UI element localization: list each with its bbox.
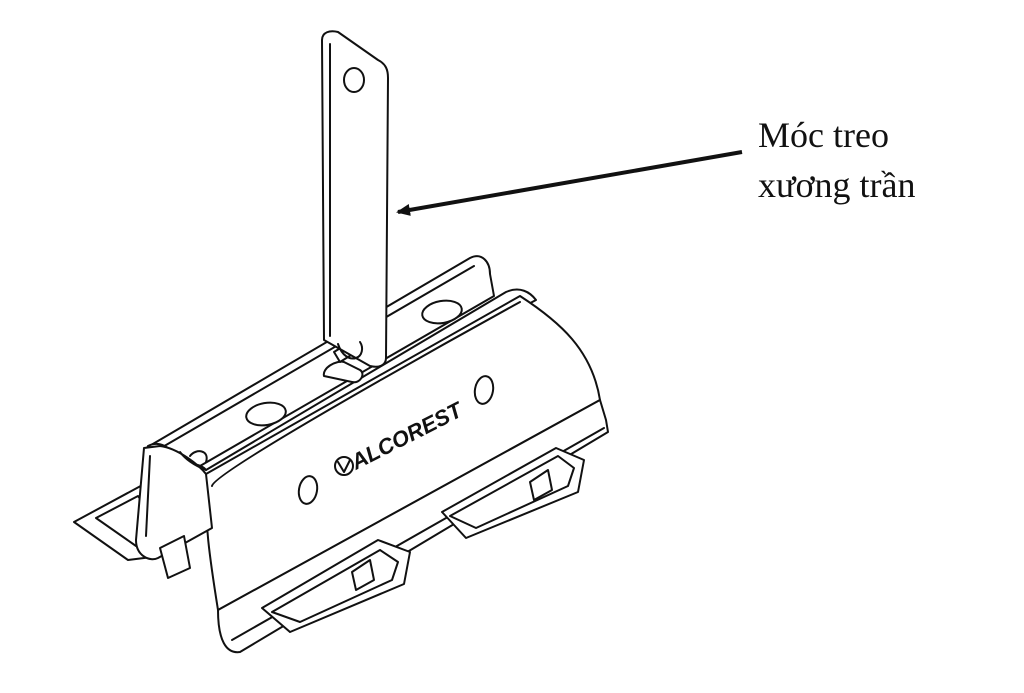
- left-notch: [189, 450, 208, 463]
- logo-mark: [334, 456, 354, 476]
- channel-rear-side: [135, 445, 213, 561]
- front-hole-right: [473, 375, 495, 405]
- lower-tab-left: [261, 539, 411, 633]
- callout-line-1: Móc treo: [758, 115, 889, 155]
- hanger-strap: [321, 30, 389, 368]
- callout-line-2: xương trần: [758, 165, 916, 205]
- callout-label: Móc treo xương trần: [758, 110, 916, 210]
- top-hole-front: [245, 401, 287, 427]
- channel-rear-wall: [145, 255, 495, 467]
- top-hole-rear: [421, 299, 463, 325]
- hanger-hole: [343, 67, 365, 93]
- channel-front-wall: [204, 295, 601, 611]
- front-hole-left: [297, 475, 319, 505]
- lower-tab-rear: [159, 535, 191, 579]
- pointer-arrow: [396, 150, 743, 216]
- lower-tab-right: [441, 447, 585, 539]
